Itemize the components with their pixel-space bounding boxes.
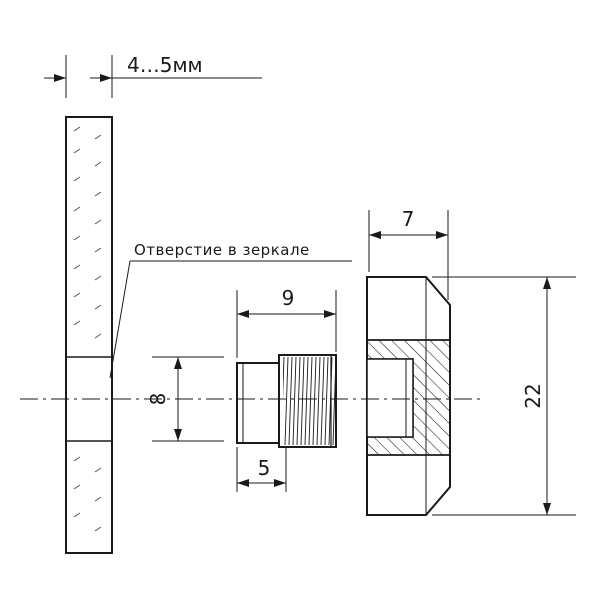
glass-texture-marks — [73, 126, 102, 532]
threaded-bushing — [236, 354, 337, 448]
cap-height-label: 22 — [521, 383, 545, 408]
collar-width-label: 5 — [258, 456, 271, 480]
dimension-glass-thickness: 4…5мм — [44, 53, 262, 98]
cap-width-label: 7 — [402, 207, 415, 231]
dimension-cap-width: 7 — [368, 207, 449, 300]
mirror-hole-label: Отверстие в зеркале — [134, 241, 310, 259]
cap-nut — [366, 276, 451, 516]
glass-thickness-label: 4…5мм — [127, 53, 203, 77]
dimension-cap-height: 22 — [432, 276, 576, 516]
mirror-glass — [65, 116, 113, 554]
dimension-collar-width: 5 — [236, 447, 287, 492]
dimension-bushing-length: 9 — [236, 286, 337, 358]
bushing-length-label: 9 — [282, 286, 295, 310]
thread-lines — [283, 356, 335, 446]
mirror-hole-callout: Отверстие в зеркале — [109, 241, 352, 379]
